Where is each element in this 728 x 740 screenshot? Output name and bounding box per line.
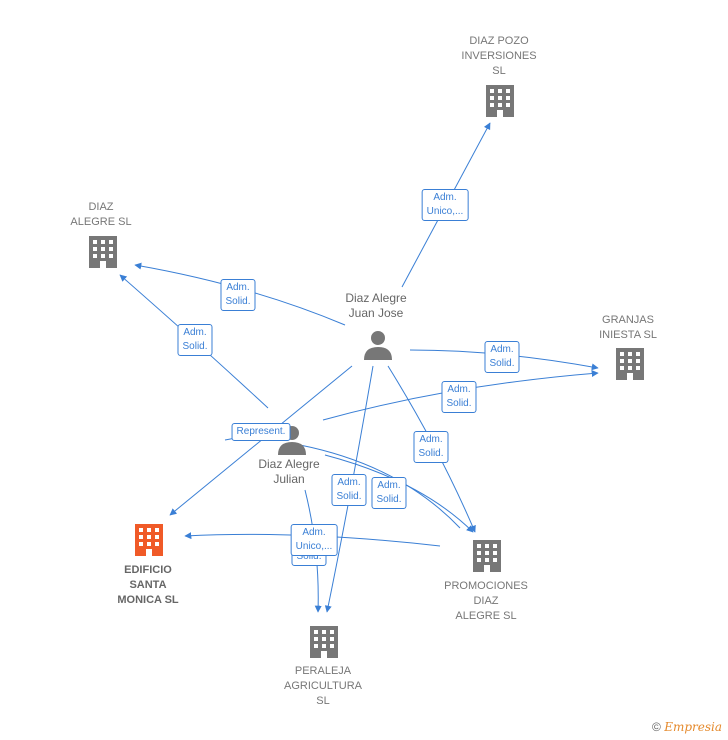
brand-logo[interactable]: Empresia [664,720,722,734]
edges [119,122,599,613]
edge-label-adm-unico[interactable]: Adm. Unico,... [421,189,469,221]
node-granjas-iniesta[interactable]: GRANJAS INIESTA SL [599,314,657,341]
building-icon[interactable] [473,540,501,572]
node-peraleja-agricultura[interactable]: PERALEJA AGRICULTURA SL [283,665,363,707]
node-diaz-alegre-julian[interactable]: Diaz Alegre Julian [258,457,320,486]
edge-label-adm-solid[interactable]: Adm. Solid. [220,279,256,311]
edge-julian-promociones-2 [299,444,461,529]
edge-label-adm-solid[interactable]: Adm. Solid. [484,341,520,373]
node-promociones-diaz-alegre[interactable]: PROMOCIONES DIAZ ALEGRE SL [444,580,528,622]
person-icon[interactable] [364,331,392,360]
edge-label-adm-unico[interactable]: Adm. Unico,... [290,524,338,556]
footer-credit: © Empresia [652,720,722,734]
node-edificio-santa-monica[interactable]: EDIFICIO SANTA MONICA SL [117,564,179,606]
node-diaz-alegre-juan-jose[interactable]: Diaz Alegre Juan Jose [345,291,407,320]
building-icon[interactable] [310,626,338,658]
edge-label-adm-solid[interactable]: Adm. Solid. [331,474,367,506]
building-icon[interactable] [89,236,117,268]
node-diaz-pozo-inversiones[interactable]: DIAZ POZO INVERSIONES SL [461,35,537,77]
copyright-icon: © [652,720,661,734]
building-icon[interactable] [486,85,514,117]
building-icon-focus[interactable] [135,524,163,556]
node-diaz-alegre-sl[interactable]: DIAZ ALEGRE SL [70,201,132,228]
edge-label-adm-solid[interactable]: Adm. Solid. [177,324,213,356]
edge-label-represent[interactable]: Represent. [231,423,291,441]
edge-label-adm-solid[interactable]: Adm. Solid. [371,477,407,509]
building-icon[interactable] [616,348,644,380]
edge-label-adm-solid[interactable]: Adm. Solid. [413,431,449,463]
edge-label-adm-solid[interactable]: Adm. Solid. [441,381,477,413]
